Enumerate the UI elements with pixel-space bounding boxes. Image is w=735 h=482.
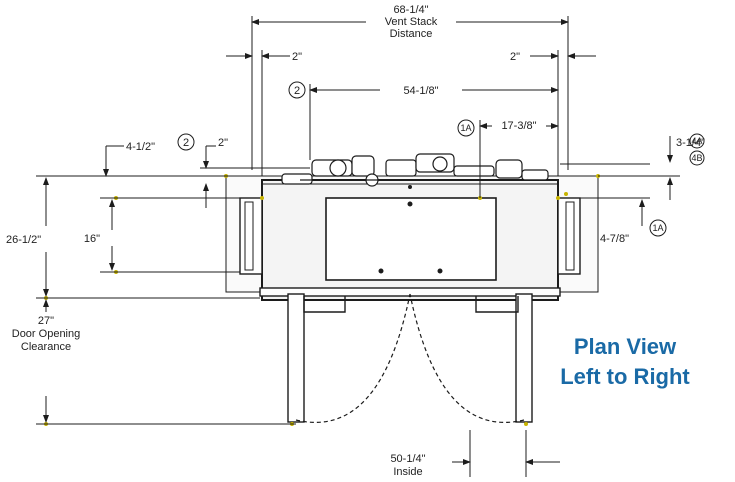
right-door-swing xyxy=(409,293,525,423)
gas-valve-piping xyxy=(281,153,549,187)
callout-2-b xyxy=(177,133,195,151)
view-title: Plan View Left to Right xyxy=(540,332,710,392)
fireplace-body xyxy=(225,175,599,301)
view-title-line1: Plan View xyxy=(573,334,677,359)
left-2in-label: 2" xyxy=(292,51,302,63)
left-door xyxy=(287,293,305,423)
door-label1: Door Opening xyxy=(12,328,81,340)
callout-4a-text: 4A xyxy=(691,136,702,146)
left-bracket xyxy=(239,197,263,275)
vent-stack-value: 68-1/4" xyxy=(393,4,428,16)
depth-26-label: 26-1/2" xyxy=(6,234,41,246)
bottom-50-value: 50-1/4" xyxy=(390,453,425,465)
callout-labels: 2 2 1A 4A 4B 1A xyxy=(183,85,703,233)
glass-panel xyxy=(325,197,497,281)
offset-17-label: 17-3/8" xyxy=(501,120,536,132)
door-value: 27" xyxy=(38,315,54,327)
right-bracket xyxy=(557,197,581,275)
callout-2-b-text: 2 xyxy=(183,137,189,149)
left-door-swing xyxy=(295,293,411,423)
top-4-1-2-label: 4-1/2" xyxy=(126,141,155,153)
callout-4b xyxy=(689,150,705,166)
right-4-7-8-label: 4-7/8" xyxy=(600,233,629,245)
bottom-50-label: Inside xyxy=(393,466,422,477)
callout-1a-top xyxy=(457,119,475,137)
vent-stack-label1: Vent Stack xyxy=(385,16,438,28)
width-54-label: 54-1/8" xyxy=(403,85,438,97)
callout-1a-right-text: 1A xyxy=(652,223,663,233)
right-2in-label: 2" xyxy=(510,51,520,63)
height-16-label: 16" xyxy=(84,233,100,245)
callout-4b-text: 4B xyxy=(691,153,702,163)
dimension-labels: 68-1/4" Vent Stack Distance 2" 2" 54-1/8… xyxy=(6,4,705,478)
top-2in-label: 2" xyxy=(218,137,228,149)
right-door xyxy=(515,293,533,423)
right-3-1-4-label: 3-1/4" xyxy=(676,137,705,149)
callout-1a-right xyxy=(649,219,667,237)
door-label2: Clearance xyxy=(21,341,71,353)
callout-2-a-text: 2 xyxy=(294,85,300,97)
callout-2-a xyxy=(288,81,306,99)
callout-circles xyxy=(177,81,705,237)
dimension-lines xyxy=(36,16,680,477)
callout-4a xyxy=(689,133,705,149)
vent-stack-label2: Distance xyxy=(390,28,433,40)
doors xyxy=(287,293,533,423)
view-title-line2: Left to Right xyxy=(560,364,690,389)
callout-1a-top-text: 1A xyxy=(460,123,471,133)
